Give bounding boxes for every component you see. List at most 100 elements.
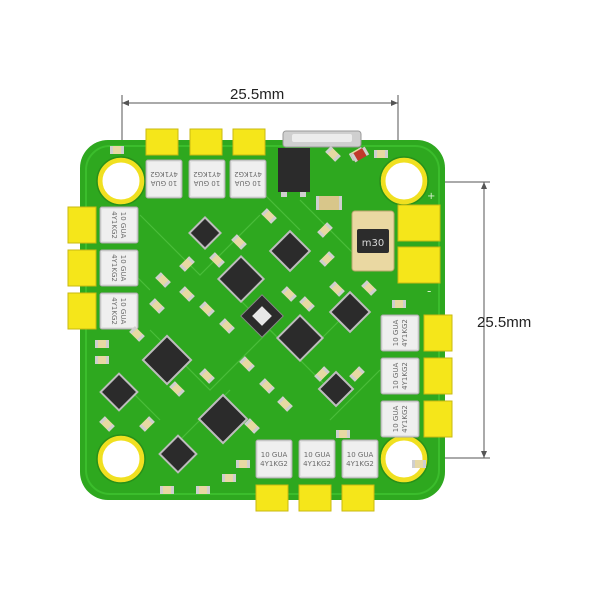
capacitor-marking: 10 GUA <box>151 179 178 187</box>
capacitor-marking: 10 GUA <box>347 451 374 459</box>
capacitor-marking: 4Y1KG2 <box>150 170 178 178</box>
smd-part <box>316 196 342 210</box>
smd-part <box>231 234 247 250</box>
capacitor-marking: 4Y1KG2 <box>234 170 262 178</box>
smd-part <box>196 486 210 494</box>
smd-part <box>412 460 426 468</box>
capacitor-marking: 10 GUA <box>304 451 331 459</box>
smd-part <box>239 356 255 372</box>
mcu-chip <box>240 294 284 338</box>
smd-part <box>392 300 406 308</box>
smd-part <box>244 418 260 434</box>
height-dimension-label: 25.5mm <box>477 314 532 331</box>
capacitor-marking: 4Y1KG2 <box>110 254 118 282</box>
smd-part <box>155 272 171 288</box>
smd-part <box>209 252 225 268</box>
capacitor-marking: 4Y1KG2 <box>260 460 288 468</box>
capacitor-marking: 10 GUA <box>392 363 400 390</box>
smd-part <box>361 280 377 296</box>
smd-part <box>374 150 388 158</box>
capacitor-marking: 10 GUA <box>119 298 127 325</box>
mosfet-chip <box>317 370 355 408</box>
capacitor-marking: 10 GUA <box>194 179 221 187</box>
capacitor-marking: 4Y1KG2 <box>401 405 409 433</box>
smd-part <box>219 318 235 334</box>
smd-part <box>160 486 174 494</box>
smd-part <box>179 256 195 272</box>
smd-part <box>199 368 215 384</box>
smd-part <box>314 366 330 382</box>
smd-part <box>222 474 236 482</box>
smd-part <box>169 381 185 397</box>
mosfet-chip <box>188 216 222 250</box>
minus-marking: - <box>427 284 431 298</box>
power-pads <box>397 204 441 284</box>
capacitor-marking: 10 GUA <box>392 320 400 347</box>
smd-part <box>236 460 250 468</box>
motor-pads-left <box>67 206 97 330</box>
capacitor-marking: 10 GUA <box>261 451 288 459</box>
smd-part <box>277 396 293 412</box>
smd-part <box>139 416 155 432</box>
capacitor-marking: 10 GUA <box>235 179 262 187</box>
capacitor-marking: 10 GUA <box>392 406 400 433</box>
smd-part <box>336 430 350 438</box>
smd-part <box>349 366 365 382</box>
mosfet-chip <box>216 254 266 304</box>
smd-part <box>299 296 315 312</box>
smd-part <box>95 356 109 364</box>
mosfet-chip <box>275 313 325 363</box>
capacitor-marking: 4Y1KG2 <box>401 319 409 347</box>
smd-part <box>199 301 215 317</box>
smd-part <box>319 251 335 267</box>
smd-part <box>129 326 145 342</box>
chips <box>99 216 372 474</box>
smd-part <box>350 146 370 163</box>
smd-part <box>110 146 124 154</box>
capacitor-marking: 4Y1KG2 <box>401 362 409 390</box>
capacitor-marking: 4Y1KG2 <box>193 170 221 178</box>
voltage-regulator <box>278 148 310 192</box>
capacitor-marking: 4Y1KG2 <box>303 460 331 468</box>
plus-marking: + <box>427 191 435 202</box>
mosfet-chip <box>328 290 372 334</box>
capacitor-marking: 10 GUA <box>119 255 127 282</box>
mosfet-chip <box>268 229 312 273</box>
smd-part <box>95 340 109 348</box>
smd-part <box>259 378 275 394</box>
smd-part <box>99 416 115 432</box>
motor-pads-top <box>145 128 266 156</box>
smd-part <box>149 298 165 314</box>
small-components <box>95 146 426 494</box>
inductor-label: m30 <box>362 238 384 249</box>
width-dimension-label: 25.5mm <box>230 86 285 103</box>
motor-pads-right <box>423 314 453 438</box>
smd-part <box>179 286 195 302</box>
motor-pads-bottom <box>255 484 375 512</box>
smd-part <box>281 286 297 302</box>
smd-part <box>317 222 333 238</box>
capacitor-marking: 4Y1KG2 <box>110 297 118 325</box>
smd-part <box>325 146 341 162</box>
smd-part <box>329 281 345 297</box>
inductor: m30 <box>351 210 395 272</box>
capacitor-marking: 10 GUA <box>119 212 127 239</box>
mosfet-chip <box>158 434 198 474</box>
capacitor-marking: 4Y1KG2 <box>346 460 374 468</box>
capacitor-marking: 4Y1KG2 <box>110 211 118 239</box>
